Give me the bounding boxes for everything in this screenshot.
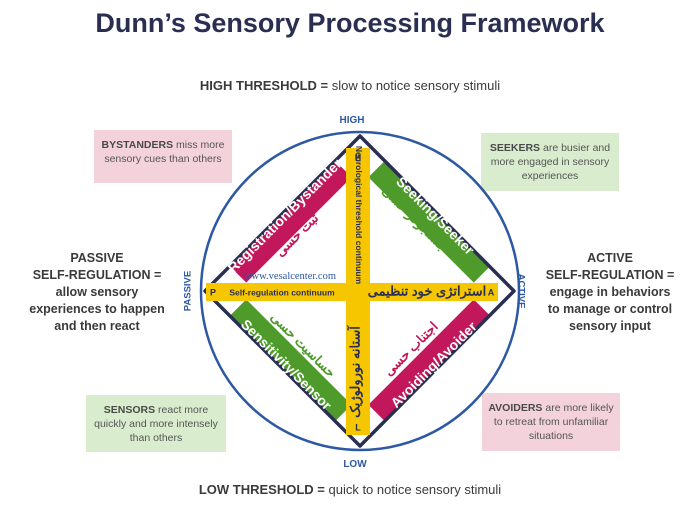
circle-label-low: LOW — [343, 459, 367, 470]
passive-line5: and then react — [54, 319, 140, 333]
circle-label-active: ACTIVE — [515, 274, 526, 309]
low-threshold-caption: LOW THRESHOLD = quick to notice sensory … — [0, 482, 700, 497]
active-line5: sensory input — [569, 319, 651, 333]
passive-line2: SELF-REGULATION = — [32, 268, 162, 282]
seekers-term: SEEKERS — [489, 142, 541, 154]
horizontal-axis-bar — [206, 283, 498, 301]
avoiders-term: AVOIDERS — [488, 402, 543, 414]
low-threshold-term: LOW THRESHOLD = — [198, 482, 325, 497]
page-title: Dunn’s Sensory Processing Framework — [95, 8, 605, 38]
high-threshold-desc: slow to notice sensory stimuli — [331, 78, 501, 93]
band-sensitivity — [219, 299, 352, 432]
bystanders-rest1: miss more — [176, 139, 225, 151]
sensors-rest1: react more — [158, 404, 209, 416]
watermark-url: www.vesalcenter.com — [244, 271, 336, 282]
sensors-term: SENSORS — [103, 404, 156, 416]
avoiders-rest2: to retreat from unfamiliar — [493, 416, 609, 428]
band-seeking — [368, 150, 501, 283]
band-avoiding — [368, 299, 501, 432]
circle-label-passive: PASSIVE — [183, 271, 194, 311]
bystanders-box: BYSTANDERS miss more sensory cues than o… — [94, 130, 232, 183]
sensors-rest3: than others — [129, 432, 183, 444]
active-line4: to manage or control — [547, 302, 673, 316]
active-description: ACTIVE SELF-REGULATION = engage in behav… — [535, 250, 685, 335]
axis-letter-l: L — [355, 422, 361, 432]
avoiders-rest3: situations — [528, 430, 574, 442]
active-line1: ACTIVE — [587, 251, 633, 265]
high-threshold-caption: HIGH THRESHOLD = slow to notice sensory … — [0, 78, 700, 93]
passive-description: PASSIVE SELF-REGULATION = allow sensory … — [22, 250, 172, 335]
low-threshold-desc: quick to notice sensory stimuli — [328, 482, 502, 497]
axis-letter-h: H — [355, 152, 362, 162]
passive-line1: PASSIVE — [70, 251, 124, 265]
axis-letter-a: A — [488, 287, 495, 297]
passive-line3: allow sensory — [55, 285, 139, 299]
seekers-box: SEEKERS are busier and more engaged in s… — [481, 133, 619, 191]
circle-label-high: HIGH — [340, 115, 365, 126]
passive-line4: experiences to happen — [29, 302, 165, 316]
horizontal-axis-persian: استراتژی خود تنظیمی — [368, 283, 486, 299]
active-line2: SELF-REGULATION = — [545, 268, 675, 282]
horizontal-axis-label: Self-regulation continuum — [229, 287, 335, 297]
bystanders-rest2: sensory cues than others — [104, 153, 222, 165]
seekers-rest1: are busier and — [542, 142, 611, 154]
active-line3: engage in behaviors — [549, 285, 671, 299]
band-registration — [219, 150, 352, 283]
avoiders-rest1: are more likely — [545, 402, 614, 414]
diamond-outline — [203, 134, 516, 448]
sensors-rest2: quickly and more intensely — [94, 418, 218, 430]
high-threshold-term: HIGH THRESHOLD = — [199, 78, 329, 93]
vertical-axis-label: Neurological threshold continuum — [354, 146, 364, 285]
bystanders-term: BYSTANDERS — [101, 139, 174, 151]
seekers-rest3: experiences — [521, 170, 579, 182]
sensors-box: SENSORS react more quickly and more inte… — [86, 395, 226, 452]
quadrant-bands — [219, 150, 501, 432]
seekers-rest2: more engaged in sensory — [490, 156, 610, 168]
axis-letter-p: P — [210, 287, 216, 297]
avoiders-box: AVOIDERS are more likely to retreat from… — [482, 393, 620, 451]
vertical-axis-persian: آستانه نورولوژیک — [346, 325, 363, 418]
